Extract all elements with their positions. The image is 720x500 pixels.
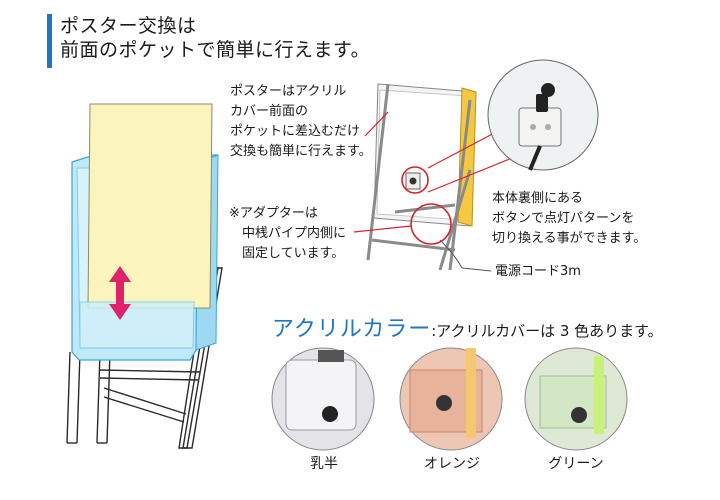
switch-note: 本体裏側にある ボタンで点灯パターンを 切り換える事ができます。 [492, 191, 647, 246]
up-down-arrow-icon [109, 266, 131, 320]
color-caption-green: グリーン [548, 456, 604, 472]
stand-illustration [66, 103, 223, 449]
color-caption-orange: オレンジ [424, 456, 480, 472]
acrylic-color-heading: アクリルカラー:アクリルカバーは 3 色あります。 [272, 311, 663, 343]
page-title-line-1: ポスター交換は [60, 15, 197, 37]
acrylic-color-title: アクリルカラー [272, 317, 432, 342]
title-accent-bar [47, 14, 52, 68]
acrylic-color-subtitle: :アクリルカバーは 3 色あります。 [431, 322, 663, 340]
sample-milky [271, 347, 375, 451]
switch-callout-circle [401, 166, 429, 194]
back-view-illustration [366, 83, 477, 271]
cord-note: 電源コード3m [495, 264, 581, 279]
switch-detail-zoom [487, 59, 599, 171]
adapter-callout-circle [410, 203, 452, 245]
page-title-line-2: 前面のポケットで簡単に行えます。 [60, 39, 371, 61]
adapter-note: ※アダプターは 中桟パイプ内側に 固定しています。 [229, 206, 347, 261]
poster [87, 103, 213, 309]
sample-green [524, 347, 628, 451]
stand-frame [66, 267, 223, 449]
poster-leader-line [364, 111, 389, 137]
cord-leader-line [461, 267, 492, 272]
color-caption-milky: 乳半 [310, 456, 338, 472]
sample-orange [399, 347, 503, 451]
adapter-leader-line [353, 225, 412, 233]
poster-note: ポスターはアクリル カバー前面の ポケットに差込むだけ 交換も簡単に行えます。 [230, 84, 372, 159]
